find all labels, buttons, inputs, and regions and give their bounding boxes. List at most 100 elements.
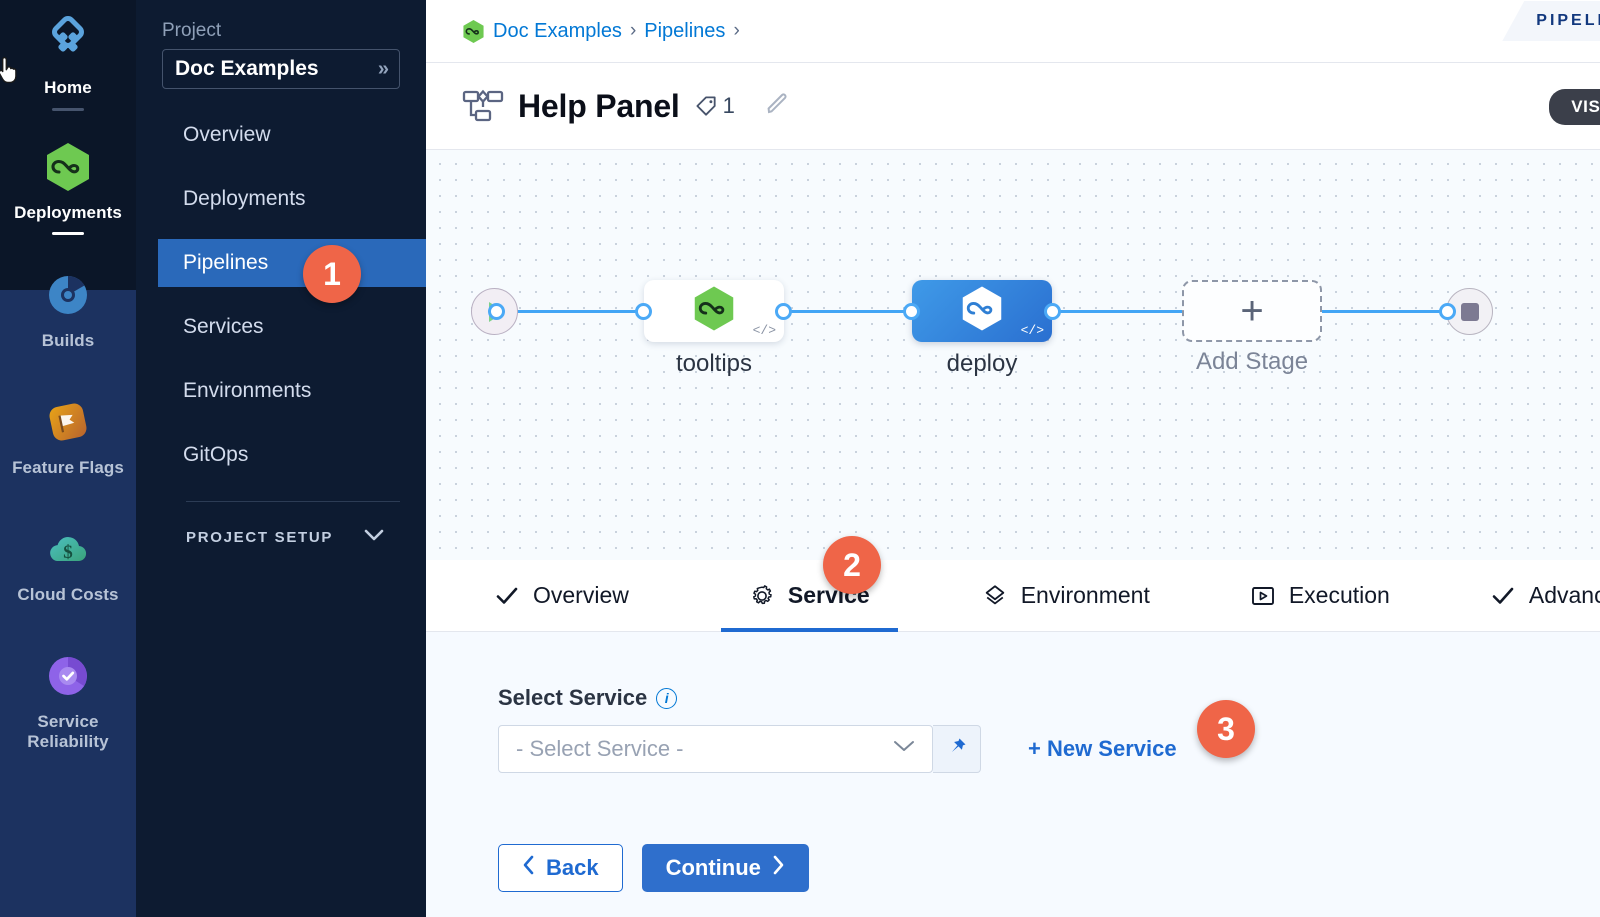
chevron-down-icon <box>893 740 915 758</box>
info-icon[interactable]: i <box>656 687 678 709</box>
sidebar-item-label: Pipelines <box>183 251 269 274</box>
module-rail: Home Deployments Build <box>0 0 136 917</box>
svg-text:$: $ <box>63 542 73 563</box>
sidebar-project-setup[interactable]: PROJECT SETUP <box>136 529 426 546</box>
tab-overview[interactable]: Overview <box>466 560 657 632</box>
rail-item-label: Cloud Costs <box>17 584 119 604</box>
tab-execution[interactable]: Execution <box>1222 560 1418 632</box>
edge-deploy-to-add <box>1051 310 1206 313</box>
project-sidebar: Project Doc Examples » Overview Deployme… <box>136 0 426 917</box>
pipeline-stop-node[interactable] <box>1446 288 1493 335</box>
tag-count-value: 1 <box>722 93 735 118</box>
stage-node-deploy[interactable]: </> <box>912 280 1052 342</box>
add-stage-label: Add Stage <box>1195 348 1309 375</box>
visual-mode-toggle[interactable]: VISUAL <box>1549 89 1600 125</box>
select-service-label-row: Select Service i <box>498 685 1600 711</box>
service-select[interactable]: - Select Service - <box>498 725 933 773</box>
chevron-left-icon <box>522 855 535 881</box>
rail-active-underline <box>52 232 84 236</box>
project-name: Doc Examples <box>175 57 319 80</box>
breadcrumb-separator-trailing: › <box>733 20 740 41</box>
connector-dot[interactable] <box>488 303 505 320</box>
tab-advanced[interactable]: Advanced <box>1462 560 1600 632</box>
edge-tooltips-to-deploy <box>781 310 931 313</box>
connector-dot[interactable] <box>635 303 652 320</box>
connector-dot[interactable] <box>775 303 792 320</box>
back-button[interactable]: Back <box>498 844 623 892</box>
sidebar-project-setup-label: PROJECT SETUP <box>186 529 334 546</box>
rail-item-deployments[interactable]: Deployments <box>0 111 136 236</box>
sidebar-item-deployments[interactable]: Deployments <box>136 175 426 223</box>
sidebar-item-environments[interactable]: Environments <box>136 367 426 415</box>
rail-item-builds[interactable]: Builds <box>0 235 136 352</box>
rail-active-underline <box>52 107 84 111</box>
main-content: Doc Examples › Pipelines › Help Panel <box>426 0 1600 917</box>
layers-diamond-icon <box>982 583 1008 609</box>
tab-label: Advanced <box>1528 582 1600 608</box>
breadcrumb-item-pipelines[interactable]: Pipelines <box>644 19 726 42</box>
gear-icon <box>749 583 775 609</box>
rail-item-label: Feature Flags <box>12 458 124 478</box>
harness-hexagon-icon <box>960 285 1004 338</box>
stop-square-icon <box>1460 302 1479 321</box>
project-caption: Project <box>162 20 222 41</box>
continue-button-label: Continue <box>665 855 761 880</box>
service-reliability-icon <box>40 648 96 704</box>
page-title: Help Panel <box>518 87 680 124</box>
project-selector[interactable]: Doc Examples » <box>162 49 400 89</box>
sidebar-item-overview[interactable]: Overview <box>136 111 426 159</box>
connector-dot[interactable] <box>1044 303 1061 320</box>
project-nav: Overview Deployments Pipelines Services … <box>136 111 426 479</box>
callout-badge-3: 3 <box>1197 700 1255 758</box>
rail-item-label: Home <box>44 78 92 97</box>
callout-badge-1: 1 <box>303 245 361 303</box>
tab-label: Environment <box>1020 582 1150 608</box>
continue-button[interactable]: Continue <box>641 844 809 892</box>
mouse-cursor-pointing-hand <box>0 56 24 93</box>
new-service-link[interactable]: + New Service <box>1028 736 1177 761</box>
harness-hexagon-icon <box>462 19 485 44</box>
plus-icon: + <box>1240 289 1264 333</box>
rail-item-label: Builds <box>41 331 95 351</box>
breadcrumb: Doc Examples › Pipelines › <box>426 0 1600 62</box>
chevron-right-icon <box>772 855 785 881</box>
pencil-icon[interactable] <box>763 90 791 123</box>
pin-service-button[interactable] <box>933 725 981 773</box>
form-actions: Back Continue <box>498 844 1600 892</box>
play-box-icon <box>1250 583 1276 609</box>
pipeline-canvas[interactable]: </> tooltips </> deploy + Add Stage <box>426 150 1600 560</box>
sidebar-divider <box>186 501 400 502</box>
edge-add-to-stop <box>1321 310 1461 313</box>
rail-item-cloud-costs[interactable]: $ Cloud Costs <box>0 479 136 606</box>
rail-item-home[interactable]: Home <box>0 0 136 111</box>
stage-node-tooltips[interactable]: </> <box>644 280 784 342</box>
tab-environment[interactable]: Environment <box>954 560 1178 632</box>
tab-label: Execution <box>1288 582 1390 608</box>
sidebar-item-services[interactable]: Services <box>136 303 426 351</box>
add-stage-node[interactable]: + <box>1182 280 1322 342</box>
connector-dot[interactable] <box>903 303 920 320</box>
sidebar-item-label: GitOps <box>183 443 249 466</box>
sidebar-item-pipelines[interactable]: Pipelines <box>158 239 426 287</box>
rail-item-feature-flags[interactable]: Feature Flags <box>0 352 136 479</box>
page-titlebar: Help Panel 1 PIPELINE VISUAL <box>426 1 1600 150</box>
builds-icon <box>40 267 96 323</box>
connector-dot[interactable] <box>1439 303 1456 320</box>
stage-label-deploy: deploy <box>946 350 1018 377</box>
pipeline-flow-icon <box>462 89 504 123</box>
cloud-costs-icon: $ <box>40 521 96 577</box>
harness-hexagon-icon <box>692 285 736 338</box>
back-button-label: Back <box>546 855 599 880</box>
feature-flags-icon <box>40 394 96 450</box>
rail-item-service-reliability[interactable]: Service Reliability <box>0 606 136 753</box>
home-diamond-icon <box>40 14 96 70</box>
rail-item-label: Deployments <box>14 202 122 222</box>
tab-label: Overview <box>533 582 629 608</box>
deployments-hexagon-icon <box>40 139 96 195</box>
edge-start-to-tooltips <box>506 310 666 313</box>
sidebar-item-label: Deployments <box>183 187 306 210</box>
breadcrumb-item-project[interactable]: Doc Examples <box>493 19 622 42</box>
check-icon <box>1490 583 1516 609</box>
sidebar-item-gitops[interactable]: GitOps <box>136 431 426 479</box>
double-chevron-right-icon: » <box>377 57 389 80</box>
